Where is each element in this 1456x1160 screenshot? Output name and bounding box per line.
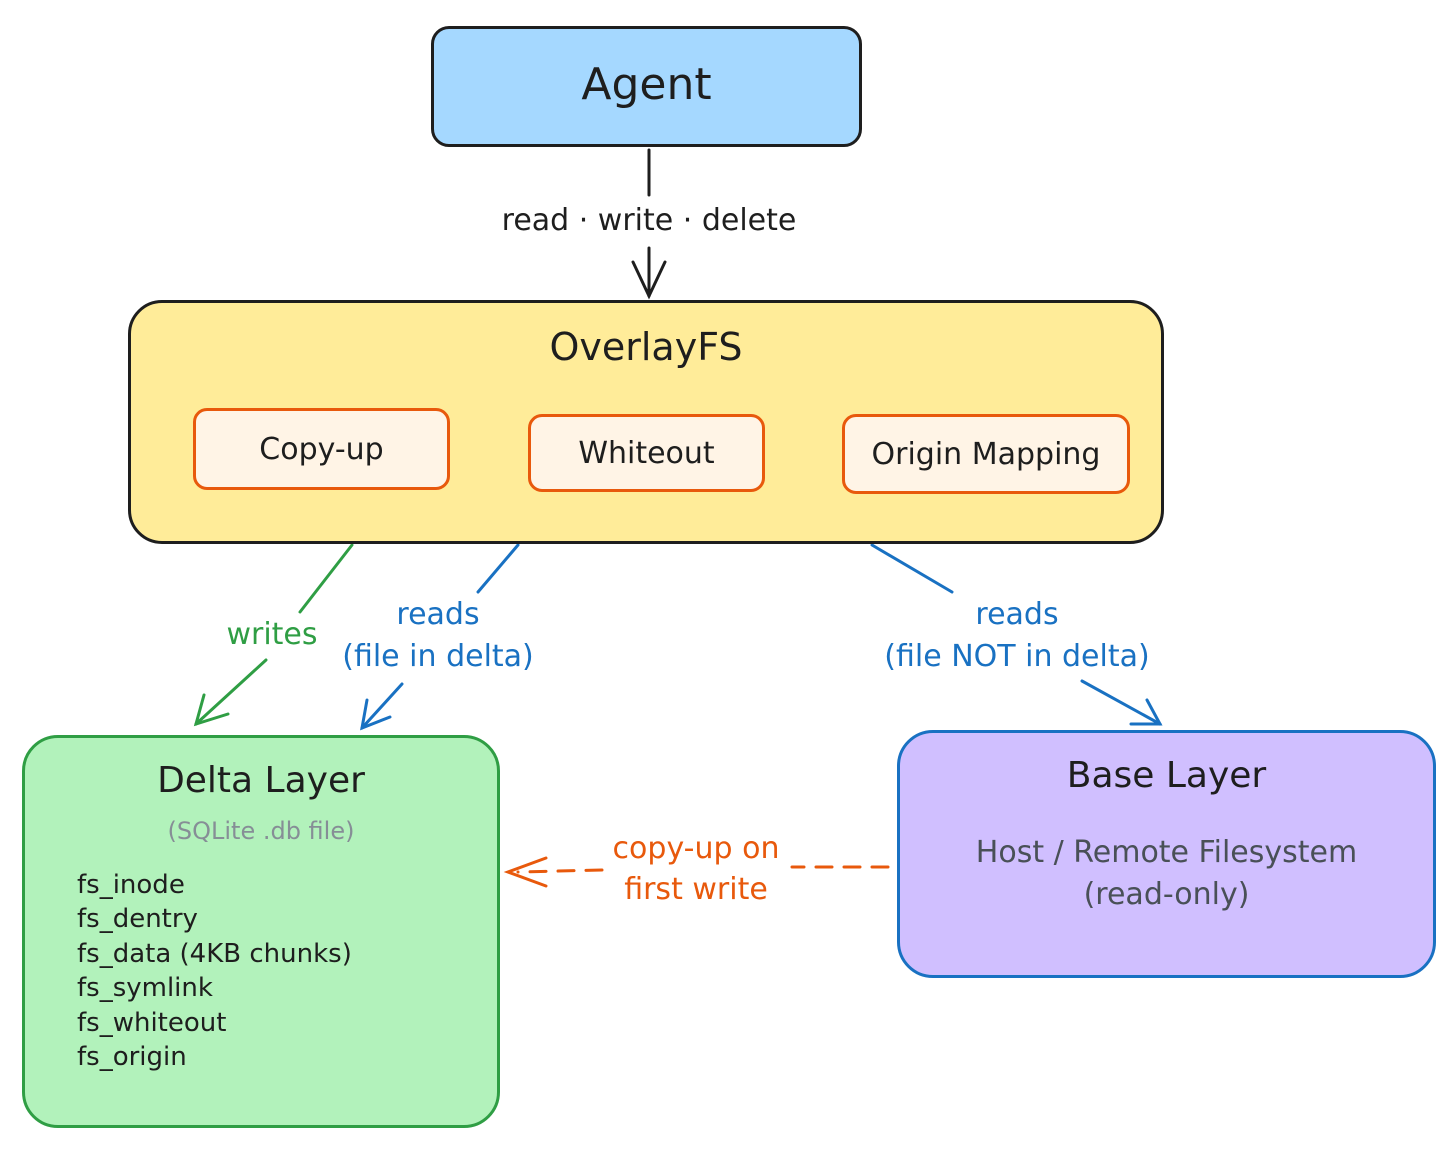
reads-base-label: reads — [975, 597, 1059, 632]
delta-layer-title: Delta Layer — [157, 760, 365, 801]
delta-table-list: fs_inode fs_dentry fs_data (4KB chunks) … — [77, 868, 352, 1074]
agent-box: Agent — [431, 26, 862, 147]
copy-up-sublabel: first write — [624, 872, 768, 907]
base-layer-description: Host / Remote Filesystem — [975, 835, 1358, 870]
whiteout-component: Whiteout — [528, 414, 765, 492]
base-layer-title: Base Layer — [1066, 755, 1267, 796]
writes-arrow — [193, 543, 354, 727]
agent-title: Agent — [581, 59, 712, 110]
table-name: fs_data (4KB chunks) — [77, 938, 352, 969]
base-layer-readonly-note: (read-only) — [1083, 877, 1250, 912]
reads-base-sublabel: (file NOT in delta) — [884, 639, 1150, 674]
table-name: fs_origin — [77, 1042, 187, 1073]
table-name: fs_symlink — [77, 973, 213, 1004]
copy-up-label: copy-up on — [612, 831, 780, 866]
delta-layer-box: Delta Layer (SQLite .db file) fs_inode f… — [22, 735, 500, 1128]
base-layer-box: Base Layer Host / Remote Filesystem (rea… — [897, 730, 1436, 978]
copy-up-component: Copy-up — [193, 408, 450, 490]
delta-layer-subtitle: (SQLite .db file) — [167, 817, 355, 845]
reads-delta-arrow — [360, 543, 520, 731]
overlayfs-title: OverlayFS — [549, 325, 743, 369]
writes-label: writes — [226, 617, 318, 652]
reads-delta-sublabel: (file in delta) — [342, 639, 534, 674]
table-name: fs_inode — [77, 870, 185, 900]
origin-mapping-component: Origin Mapping — [842, 414, 1130, 494]
agent-to-overlay-arrow — [631, 148, 667, 300]
reads-base-arrow — [870, 543, 1163, 726]
table-name: fs_whiteout — [77, 1007, 227, 1038]
table-name: fs_dentry — [77, 904, 198, 935]
reads-delta-label: reads — [396, 597, 480, 632]
copy-up-arrow — [503, 856, 890, 888]
read-write-delete-label: read · write · delete — [501, 203, 797, 238]
